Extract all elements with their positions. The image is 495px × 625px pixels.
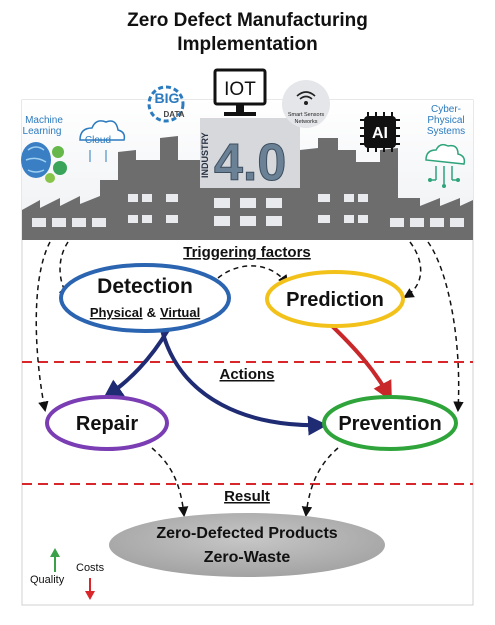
detection-subtitle: Physical&Virtual bbox=[90, 305, 200, 320]
cps-label-line-1: Cyber- bbox=[431, 104, 461, 115]
detection-node: Detection Physical&Virtual bbox=[59, 263, 231, 333]
quality-label: Quality bbox=[30, 574, 65, 586]
physical-label: Physical bbox=[90, 305, 143, 320]
section-label-result: Result bbox=[224, 488, 270, 505]
section-label-triggering-factors: Triggering factors bbox=[183, 244, 311, 261]
machine-learning-icon: Machine Learning bbox=[21, 115, 67, 183]
arrow-tech-to-prevention bbox=[427, 241, 464, 413]
arrow-detection-to-prediction bbox=[217, 265, 289, 286]
diagram-title-line-1: Zero Defect Manufacturing bbox=[127, 10, 368, 31]
result-node: Zero-Defected Products Zero-Waste bbox=[109, 513, 385, 577]
industry-version-label: 4.0 bbox=[214, 134, 286, 192]
industry-label: INDUSTRY bbox=[200, 132, 210, 178]
big-label: BIG bbox=[155, 90, 180, 106]
prevention-node: Prevention bbox=[322, 395, 458, 451]
cps-label-line-3: Systems bbox=[427, 126, 465, 137]
prevention-label: Prevention bbox=[338, 413, 441, 435]
iot-monitor-icon: IOT bbox=[213, 68, 267, 116]
diagram-title-line-2: Implementation bbox=[177, 34, 318, 55]
ml-label-line-1: Machine bbox=[25, 115, 63, 126]
ai-label: AI bbox=[372, 125, 388, 142]
ai-chip-icon: AI bbox=[360, 112, 400, 152]
technology-arrows bbox=[35, 241, 464, 518]
cps-label-line-2: Physical bbox=[427, 115, 464, 126]
quality-costs-legend: Costs Quality bbox=[30, 548, 105, 600]
costs-label: Costs bbox=[76, 562, 105, 574]
repair-label: Repair bbox=[76, 413, 138, 435]
iot-label: IOT bbox=[224, 79, 256, 100]
data-label: DATA bbox=[163, 110, 184, 119]
detection-label: Detection bbox=[97, 275, 193, 298]
result-label-line-2: Zero-Waste bbox=[204, 549, 291, 566]
repair-node: Repair bbox=[45, 395, 169, 451]
arrow-prevention-to-result bbox=[301, 447, 339, 518]
prediction-node: Prediction bbox=[265, 270, 405, 328]
arrow-prediction-to-prevention bbox=[328, 322, 392, 402]
big-data-icon: BIG DATA bbox=[147, 85, 185, 123]
industry-4-0-logo: INDUSTRY 4.0 bbox=[200, 132, 287, 192]
factory-silhouette bbox=[22, 118, 473, 240]
section-label-actions: Actions bbox=[219, 366, 274, 383]
arrow-tech-to-detection bbox=[58, 241, 70, 298]
smart-sensors-icon: Smart Sensors Networks bbox=[282, 80, 330, 128]
prediction-label: Prediction bbox=[286, 289, 384, 311]
arrow-repair-to-result bbox=[151, 447, 189, 518]
result-label-line-1: Zero-Defected Products bbox=[156, 525, 337, 542]
arrow-tech-to-repair bbox=[35, 241, 51, 413]
sensors-label-line-1: Smart Sensors bbox=[288, 112, 325, 118]
ml-label-line-2: Learning bbox=[23, 126, 62, 137]
cloud-icon: Cloud bbox=[79, 120, 126, 162]
arrow-tech-to-prediction bbox=[403, 241, 422, 299]
sensors-label-line-2: Networks bbox=[295, 119, 318, 125]
cyber-physical-systems-icon: Cyber- Physical Systems bbox=[425, 104, 465, 188]
cloud-label: Cloud bbox=[85, 135, 111, 146]
ampersand-label: & bbox=[147, 305, 156, 320]
arrow-detection-to-prevention bbox=[160, 329, 328, 436]
virtual-label: Virtual bbox=[160, 305, 200, 320]
